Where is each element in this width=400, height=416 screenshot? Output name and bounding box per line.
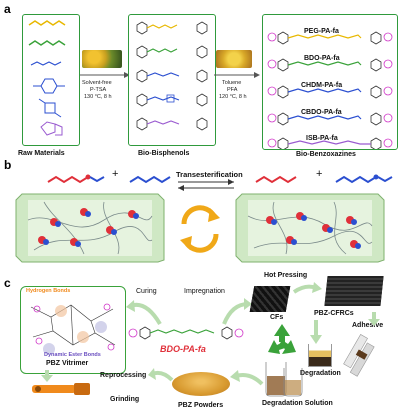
benzoxazines-box (262, 14, 398, 151)
hydrogen-bonds-label: Hydrogen Bonds (26, 288, 71, 294)
furan-photo (216, 50, 252, 68)
panel-a-letter: a (4, 2, 11, 16)
cfs-label: CFs (270, 314, 284, 321)
caption-bio-bisphenols: Bio-Bisphenols (138, 150, 190, 157)
plus-sign-2: + (316, 168, 323, 180)
grinding-label: Grinding (110, 396, 140, 403)
raw-materials-structures (28, 20, 66, 136)
plus-sign-1: + (112, 168, 119, 180)
reprocessing-label: Reprocessing (100, 372, 147, 379)
pressing-to-adhesive-arrow (368, 312, 380, 326)
panel-b-letter: b (4, 158, 12, 172)
reprocessing-arrow (148, 368, 174, 382)
solution-to-powder-arrow (230, 370, 264, 386)
ester-molecule-2 (255, 175, 297, 184)
curing-label: Curing (136, 288, 157, 295)
reaction-arrow-1 (80, 72, 130, 78)
caption-raw-materials: Raw Materials (18, 150, 65, 157)
vitrimer-network (30, 303, 116, 355)
caption-bio-benzoxazines: Bio-Benzoxazines (296, 151, 356, 158)
step2-line3: 120 °C, 8 h (219, 94, 247, 100)
product-bdo-pa-fa: BDO-PA-fa (304, 55, 340, 62)
alcohol-molecule-2 (335, 174, 393, 184)
benzoxazine-structures (267, 31, 393, 151)
adhesive-sample (343, 334, 375, 377)
pbz-vitrimer-label: PBZ Vitrimer (46, 360, 89, 367)
carbon-fiber-fabric (249, 286, 291, 312)
product-cbdo-pa-fa: CBDO-PA-fa (301, 109, 342, 116)
transesterification-label: Transesterification (176, 170, 243, 179)
impregnation-label: Impregnation (184, 288, 225, 295)
monomer-label: BDO-PA-fa (160, 344, 206, 354)
grinder-icon (32, 383, 90, 395)
reaction-arrow-2 (214, 72, 260, 78)
vitrimer-to-grinder-arrow (41, 370, 53, 382)
panel-c-letter: c (4, 276, 11, 290)
dynamic-ester-bonds-label: Dynamic Ester Bonds (44, 352, 101, 358)
step1-line3: 130 °C, 8 h (84, 94, 112, 100)
degradation-beaker (308, 344, 332, 367)
bisphenols-box (128, 14, 216, 146)
curing-arrow (126, 300, 162, 326)
raw-materials-box (22, 14, 80, 146)
pbz-powder-pile (172, 372, 230, 396)
degradation-label: Degradation (300, 370, 341, 377)
transesterification-arrows (178, 179, 234, 191)
adhesive-label: Adhesive (352, 322, 384, 329)
alcohol-molecule-1 (129, 175, 171, 184)
step2-line1: Toluene (222, 80, 242, 86)
step1-line1: Solvent-free (82, 80, 112, 86)
network-box-left (15, 193, 165, 263)
fruit-photo (82, 50, 122, 68)
cfrc-panel (324, 276, 384, 306)
monomer-structure (128, 326, 244, 340)
pbz-cfrcs-label: PBZ-CFRCs (314, 310, 354, 317)
impregnation-arrow (222, 298, 252, 325)
product-peg-pa-fa: PEG-PA-fa (304, 28, 339, 35)
product-chdm-pa-fa: CHDM-PA-fa (301, 82, 343, 89)
ester-molecule-1 (47, 174, 105, 184)
degradation-arrow (310, 320, 322, 344)
exchange-cycle-arrows (180, 205, 220, 253)
product-isb-pa-fa: ISB-PA-fa (306, 135, 338, 142)
hot-pressing-arrow (292, 282, 322, 294)
bisphenol-structures (136, 21, 208, 131)
degradation-solution-label: Degradation Solution (262, 400, 333, 407)
recycle-icon (268, 324, 296, 354)
hot-pressing-label: Hot Pressing (264, 272, 308, 279)
network-box-right (235, 193, 385, 263)
pbz-powders-label: PBZ Powders (178, 402, 224, 409)
vitrimer-box (20, 286, 126, 374)
step2-line2: PFA (227, 87, 238, 93)
degradation-solution-beakers (265, 362, 303, 397)
step1-line2: P-TSA (90, 87, 107, 93)
